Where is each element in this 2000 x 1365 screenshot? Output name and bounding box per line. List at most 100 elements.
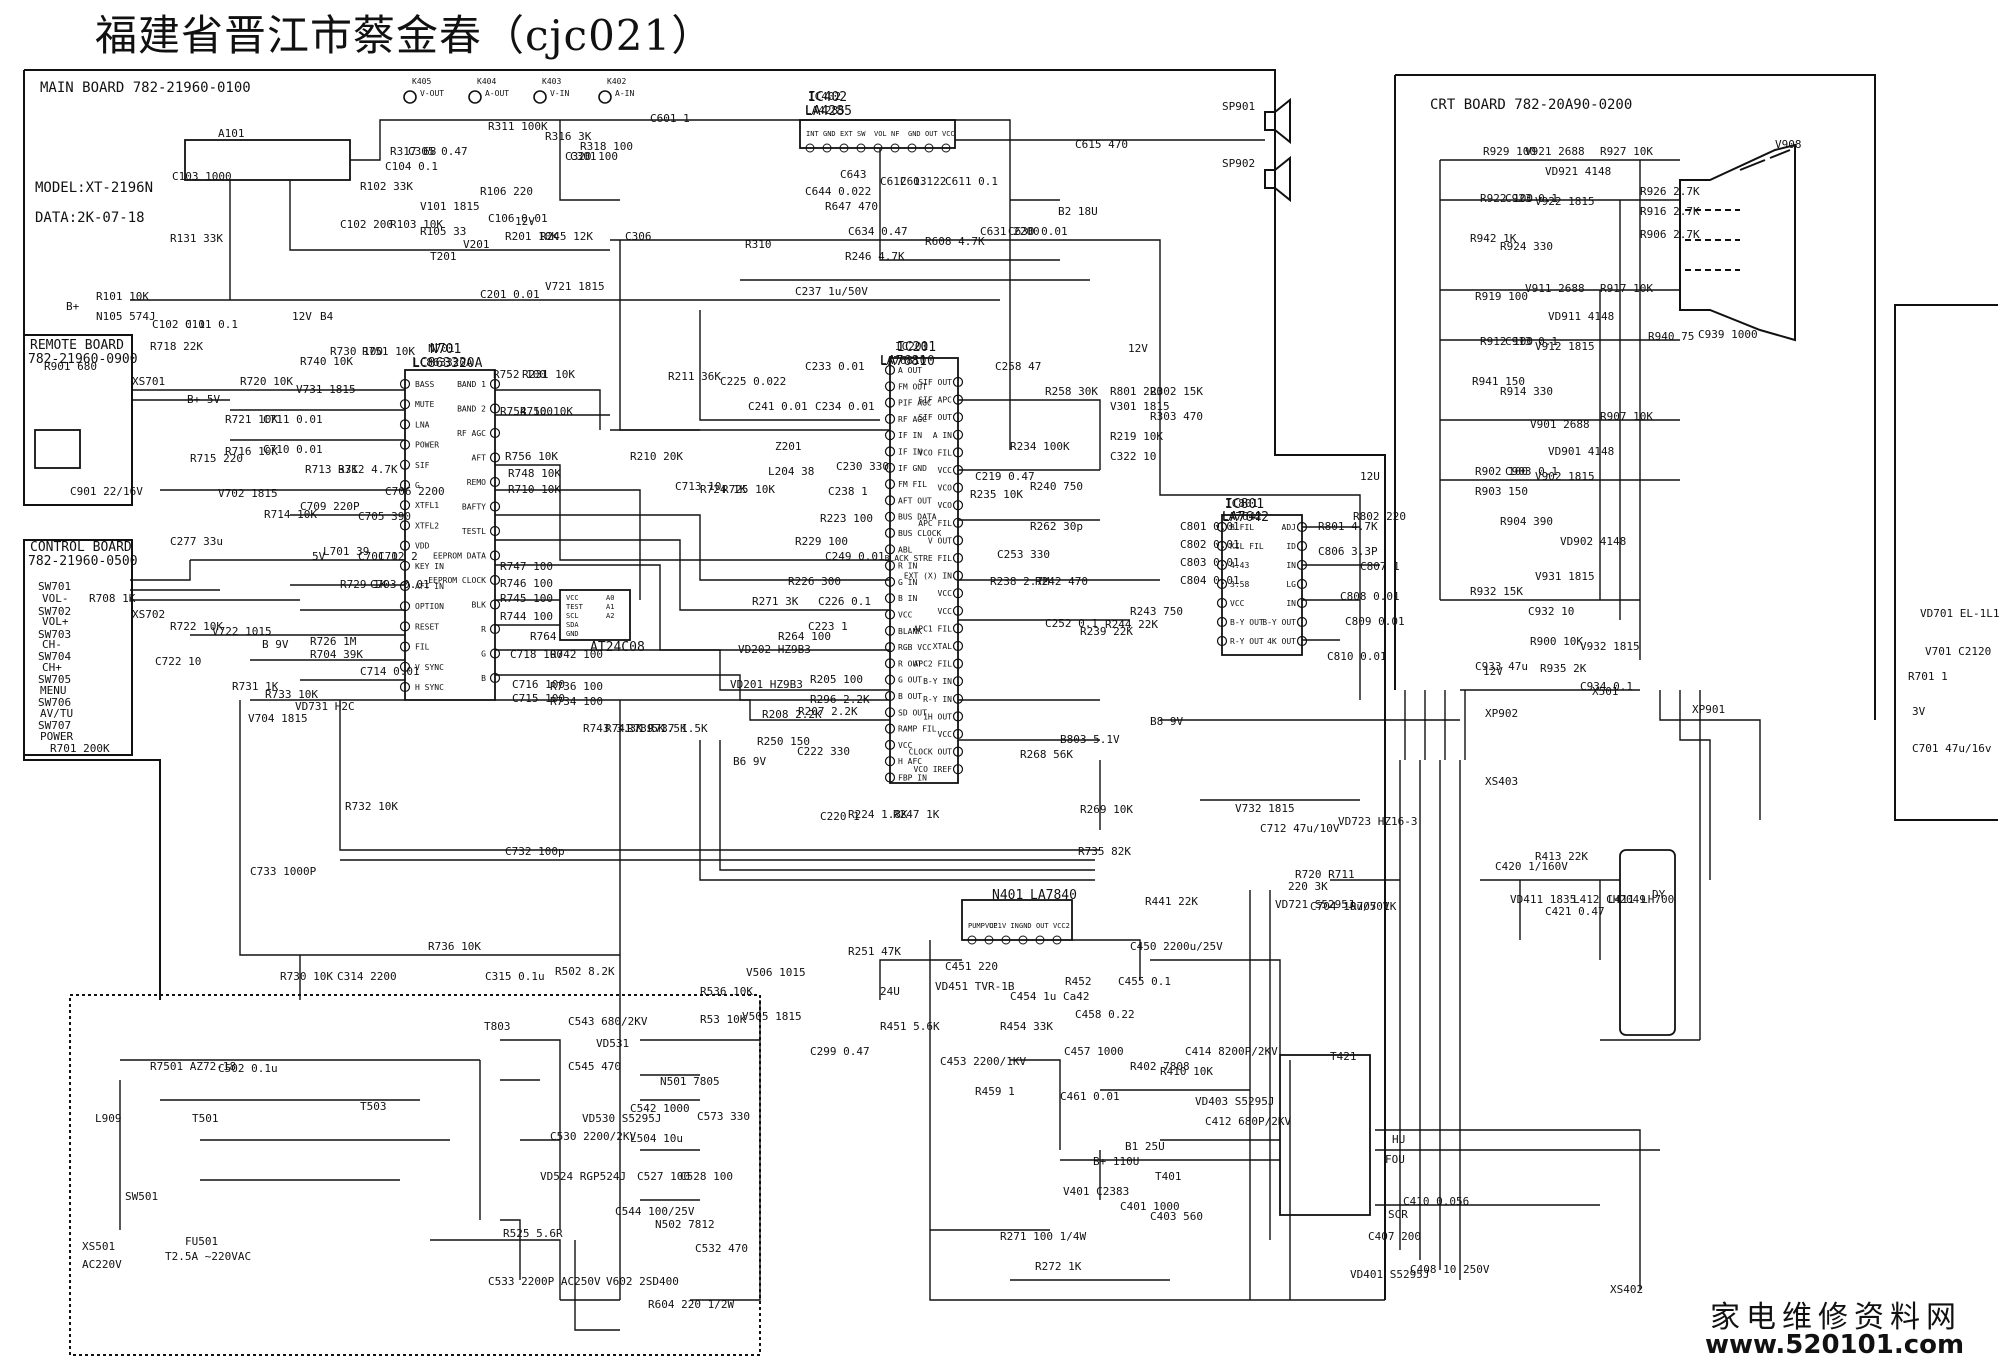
- component-label: V505 1815: [742, 1010, 802, 1023]
- component-label: C530 2200/2KV: [550, 1130, 637, 1143]
- component-label: C230 330: [836, 460, 889, 473]
- component-label: C543 680/2KV: [568, 1015, 648, 1028]
- ic-pin: [399, 661, 411, 672]
- ic-pin-label: APC2 FIL: [913, 660, 952, 669]
- component-label: R903 150: [1475, 485, 1528, 498]
- remote-board-label: REMOTE BOARD: [30, 338, 124, 353]
- component-label: B+ 110U: [1093, 1155, 1140, 1168]
- wire: [500, 1039, 561, 1230]
- ic-pin-label: KEY IN: [415, 562, 444, 571]
- wire: [690, 1000, 761, 1301]
- ic801-part: LA7642: [1222, 510, 1269, 525]
- component-label: R101 10K: [96, 290, 149, 303]
- ic-pin: [1296, 540, 1308, 552]
- ic-pin-label: R OUT: [898, 659, 922, 668]
- component-label: C103 1000: [172, 170, 232, 183]
- ic-pin: [884, 772, 896, 783]
- component-label: C630 0.01: [1008, 225, 1068, 238]
- ic-pin: [399, 681, 411, 693]
- ic-pin-label: SDA: [566, 621, 579, 629]
- component-label: C939 1000: [1698, 328, 1758, 341]
- component-label: R752 100: [493, 368, 546, 381]
- component-label: R226 300: [788, 575, 841, 588]
- component-label: R942 1K: [1470, 232, 1517, 245]
- component-label: R745 100: [500, 592, 553, 605]
- wire: [239, 700, 620, 956]
- component-label: R459 1: [975, 1085, 1015, 1098]
- ic-pin-label: B: [481, 674, 486, 683]
- ic-pin-label: VCC: [938, 589, 953, 598]
- wire: [495, 674, 890, 701]
- ic-pin: [1296, 635, 1308, 647]
- component-label: V732 1815: [1235, 802, 1295, 815]
- ic-pin-label: GND: [566, 630, 579, 638]
- ic-pin: [952, 482, 964, 493]
- rca-jack: [403, 90, 417, 104]
- ic-pin-label: BAFTY: [462, 503, 486, 512]
- component-label: C701 47u/16v: [1912, 742, 1992, 755]
- ic-pin: [1296, 616, 1308, 628]
- ic-pin: [1296, 521, 1308, 533]
- power-supply-outline: [69, 994, 761, 1356]
- ic-pin: [890, 143, 900, 153]
- ic-pin-label: G: [481, 650, 486, 659]
- component-label: C702 2: [378, 550, 418, 563]
- ic-pin: [884, 364, 896, 376]
- jack-label: V-IN: [550, 89, 569, 98]
- ic-pin-label: G IN: [898, 578, 917, 587]
- ic-pin: [952, 517, 964, 528]
- component-label: R935 2K: [1540, 662, 1587, 675]
- wire: [430, 1239, 561, 1300]
- wire: [495, 514, 890, 581]
- ic-pin-label: EXT: [840, 130, 853, 138]
- component-label: C299 0.47: [810, 1045, 870, 1058]
- ic-pin-label: OPTION: [415, 602, 444, 611]
- component-label: C233 0.01: [805, 360, 865, 373]
- ic-pin-label: LG: [1286, 580, 1296, 589]
- component-label: VD531: [596, 1037, 630, 1050]
- component-label: C715 100: [512, 692, 565, 705]
- component-label: C532 470: [695, 1242, 748, 1255]
- ic-pin: [399, 419, 411, 430]
- component-label: R240 750: [1030, 480, 1083, 493]
- component-label: T503: [360, 1100, 387, 1113]
- ic-pin: [941, 143, 951, 153]
- ic-pin-label: EEPROM CLOCK: [428, 576, 486, 585]
- component-label: R730 100: [330, 345, 383, 358]
- model-label: MODEL:XT-2196N: [35, 180, 154, 196]
- wire: [610, 239, 1161, 410]
- component-label: C612 0.1: [880, 175, 933, 188]
- ic-pin-label: A1: [606, 603, 614, 611]
- ic201-part: LA76810: [880, 354, 935, 369]
- component-label: R701 1: [1908, 670, 1948, 683]
- component-label: C451 220: [945, 960, 998, 973]
- ic-pin: [924, 143, 934, 153]
- ic-pin: [399, 439, 411, 450]
- n401-ref: N401: [992, 888, 1024, 903]
- component-label: V912 1815: [1535, 340, 1595, 353]
- component-label: V931 1815: [1535, 570, 1595, 583]
- n701-part: LC863320A: [412, 356, 483, 371]
- component-label: 5V: [312, 550, 326, 563]
- component-label: R902 100: [1475, 465, 1528, 478]
- component-label: C573 330: [697, 1110, 750, 1123]
- component-label: R264 100: [778, 630, 831, 643]
- wire: [1072, 939, 1141, 980]
- ic-pin-label: VCO FIL: [918, 448, 952, 457]
- component-label: R734 100: [550, 695, 603, 708]
- component-label: VD701 EL-1L1: [1920, 607, 2000, 620]
- ic-pin: [884, 479, 896, 490]
- ic-pin-label: VCC: [898, 741, 913, 750]
- component-label: SW501: [125, 1190, 159, 1203]
- wire: [699, 310, 880, 421]
- wire: [339, 700, 1100, 851]
- component-label: R926 2.7K: [1640, 185, 1700, 198]
- component-label: R916 2.7K: [1640, 205, 1700, 218]
- component-label: R924 330: [1500, 240, 1553, 253]
- ic-pin-label: IN: [1286, 561, 1296, 570]
- component-label: C222 330: [797, 745, 850, 758]
- component-label: R452: [1065, 975, 1092, 988]
- component-label: C306: [625, 230, 652, 243]
- component-label: C901 22/16V: [70, 485, 143, 498]
